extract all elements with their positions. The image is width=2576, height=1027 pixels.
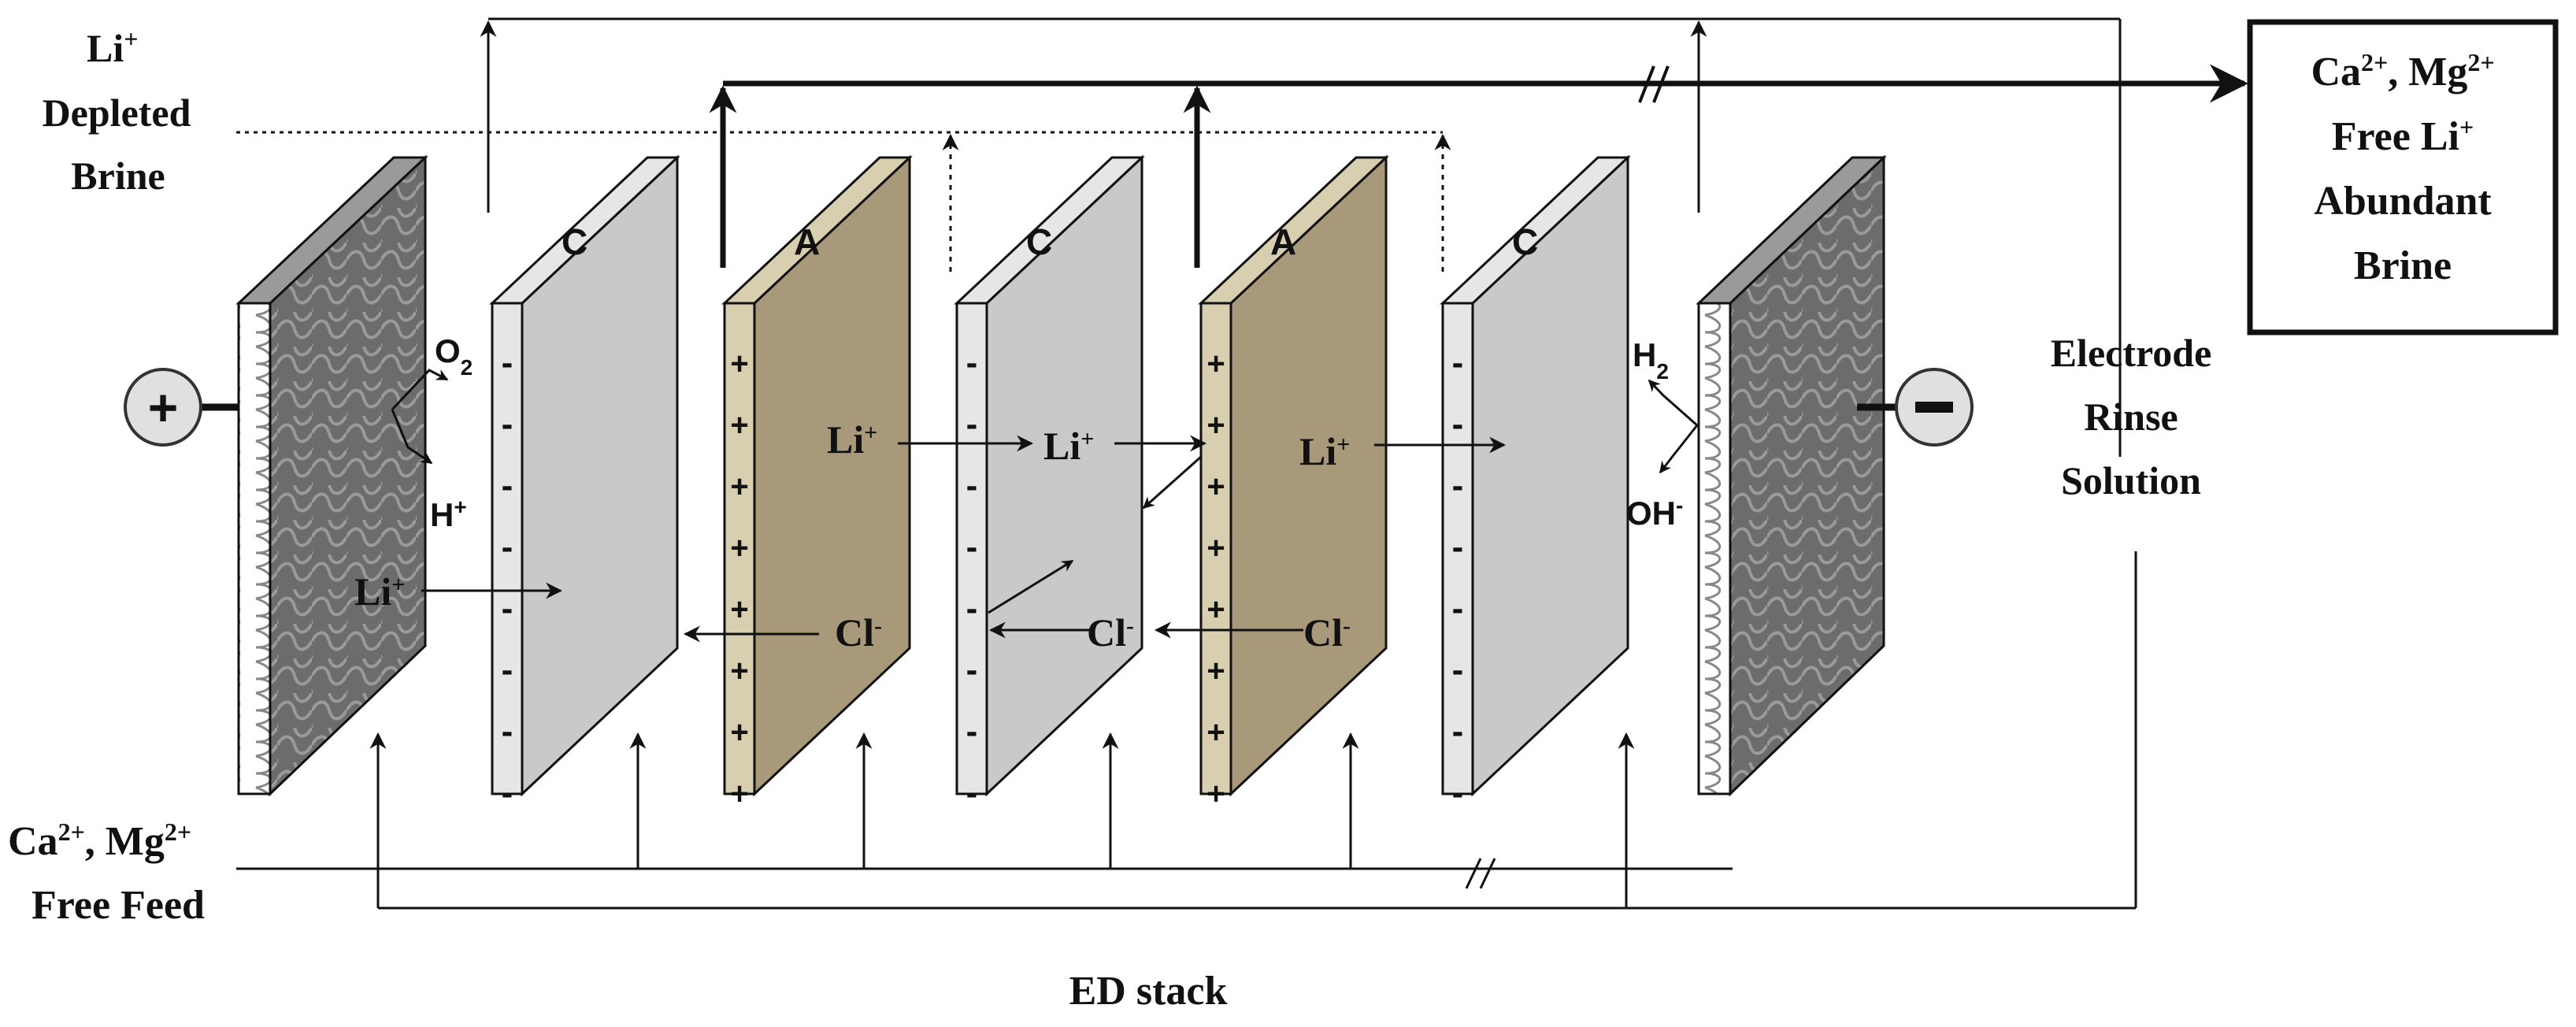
membrane-charge-mark: - bbox=[502, 712, 513, 751]
membrane-charge-mark: - bbox=[966, 773, 978, 812]
membrane-charge-mark: - bbox=[502, 773, 513, 812]
membrane-charge-mark: - bbox=[502, 343, 513, 382]
rinse-line3: Solution bbox=[2061, 458, 2201, 502]
membrane-charge-mark: + bbox=[1206, 777, 1225, 811]
membrane-charge-mark: + bbox=[730, 777, 748, 811]
membrane-charge-mark: - bbox=[1452, 528, 1464, 566]
li-plus-label-1: Li+ bbox=[354, 569, 405, 614]
membrane-charge-mark: - bbox=[966, 651, 978, 689]
membrane-charge-mark: + bbox=[730, 715, 748, 750]
membrane-charge-mark: + bbox=[1206, 347, 1225, 381]
membrane-charge-mark: - bbox=[1452, 651, 1464, 689]
membrane-charge-mark: - bbox=[966, 528, 978, 566]
depleted-label-line2: Depleted bbox=[43, 91, 191, 135]
o2-label: O2 bbox=[435, 332, 473, 380]
anode-electrode bbox=[235, 154, 428, 797]
li-plus-label-3: Li+ bbox=[1043, 424, 1094, 468]
cathode-electrode bbox=[1696, 154, 1887, 797]
membrane-charge-mark: + bbox=[1206, 531, 1225, 565]
feed-line1: Ca2+, Mg2+ bbox=[8, 818, 191, 864]
li-plus-label-4: Li+ bbox=[1299, 429, 1350, 473]
membrane-charge-mark: + bbox=[730, 531, 748, 565]
membrane-charge-mark: + bbox=[730, 592, 748, 627]
membrane-charge-mark: - bbox=[1452, 773, 1464, 812]
membrane-charge-mark: - bbox=[502, 589, 513, 628]
cation-membrane-1: C - - - - - - - - bbox=[489, 154, 680, 812]
rinse-line2: Rinse bbox=[2084, 395, 2178, 439]
membrane-charge-mark: - bbox=[502, 651, 513, 689]
membrane-stack: C - - - - - - - - A + + + + + + + + C - - - - - - - - A + + + + + + + + C - - -… bbox=[489, 154, 1631, 812]
cl-minus-label-3: Cl- bbox=[1303, 610, 1351, 654]
product-line4: Brine bbox=[2354, 243, 2452, 288]
cl-minus-label-1: Cl- bbox=[835, 610, 882, 654]
depleted-label-line3: Brine bbox=[71, 154, 165, 198]
membrane-charge-mark: + bbox=[730, 469, 748, 504]
rinse-line1: Electrode bbox=[2051, 331, 2212, 375]
membrane-charge-mark: - bbox=[966, 466, 978, 505]
membrane-charge-mark: - bbox=[502, 528, 513, 566]
product-box bbox=[2247, 19, 2559, 336]
cation-membrane-3: C - - - - - - - - bbox=[954, 154, 1145, 812]
membrane-charge-mark: + bbox=[730, 347, 748, 381]
anode-symbol: + bbox=[148, 378, 179, 436]
membrane-charge-mark: - bbox=[966, 343, 978, 382]
membrane-charge-mark: - bbox=[1452, 466, 1464, 505]
h2-label: H2 bbox=[1633, 336, 1669, 384]
h-plus-label: H+ bbox=[430, 495, 467, 534]
membrane-charge-mark: - bbox=[966, 405, 978, 443]
membrane-charge-mark: - bbox=[502, 405, 513, 443]
product-line1: Ca2+, Mg2+ bbox=[2311, 48, 2494, 95]
membrane-charge-mark: - bbox=[1452, 712, 1464, 751]
membrane-charge-mark: - bbox=[1452, 589, 1464, 628]
feed-line2: Free Feed bbox=[32, 883, 205, 928]
membrane-charge-mark: + bbox=[730, 654, 748, 688]
cl-minus-label-2: Cl- bbox=[1087, 610, 1134, 654]
cation-membrane-5: C - - - - - - - - bbox=[1440, 154, 1631, 812]
li-plus-label-2: Li+ bbox=[827, 417, 877, 462]
membrane-charge-mark: + bbox=[730, 408, 748, 443]
membrane-charge-mark: + bbox=[1206, 654, 1225, 688]
stack-title: ED stack bbox=[1069, 969, 1228, 1014]
oh-minus-label: OH- bbox=[1626, 493, 1683, 532]
membrane-charge-mark: + bbox=[1206, 592, 1225, 627]
membrane-charge-mark: - bbox=[966, 589, 978, 628]
cathode-symbol bbox=[1915, 402, 1953, 413]
product-line3: Abundant bbox=[2314, 179, 2492, 224]
anion-membrane-4: A + + + + + + + + bbox=[1198, 154, 1389, 811]
depleted-label-line1: Li+ bbox=[87, 24, 138, 70]
membrane-type-label: C bbox=[1512, 221, 1538, 262]
membrane-type-label: C bbox=[1026, 221, 1052, 262]
membrane-type-label: C bbox=[562, 221, 587, 262]
membrane-type-label: A bbox=[794, 221, 820, 262]
product-line2: Free Li+ bbox=[2332, 113, 2474, 159]
membrane-charge-mark: - bbox=[1452, 405, 1464, 443]
membrane-charge-mark: - bbox=[966, 712, 978, 751]
membrane-charge-mark: - bbox=[502, 466, 513, 505]
membrane-charge-mark: + bbox=[1206, 715, 1225, 750]
membrane-type-label: A bbox=[1270, 221, 1296, 262]
membrane-charge-mark: + bbox=[1206, 408, 1225, 443]
anode-terminal: + bbox=[124, 368, 202, 447]
anion-membrane-2: A + + + + + + + + bbox=[721, 154, 913, 811]
membrane-charge-mark: + bbox=[1206, 469, 1225, 504]
membrane-charge-mark: - bbox=[1452, 343, 1464, 382]
cathode-terminal bbox=[1895, 368, 1974, 447]
